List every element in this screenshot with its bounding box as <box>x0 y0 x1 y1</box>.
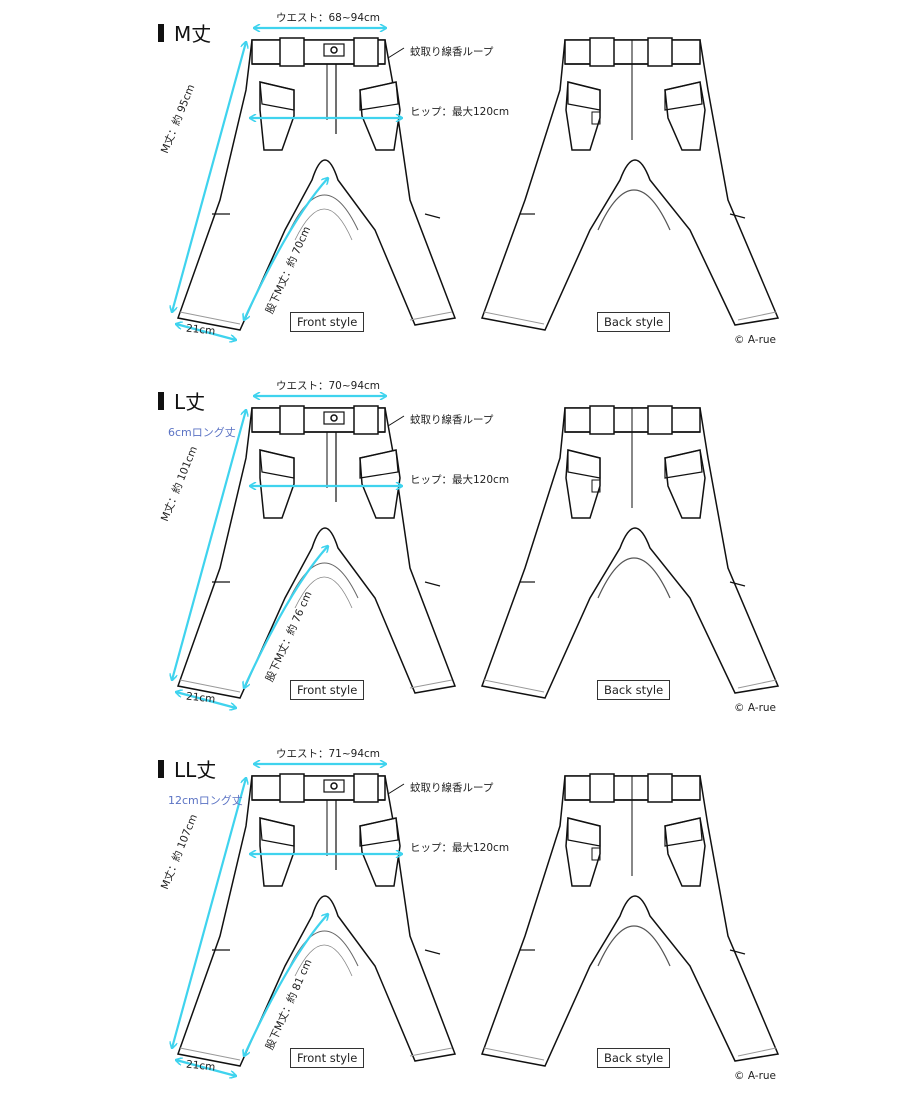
loop-leader <box>387 415 405 427</box>
size-title: M丈 <box>158 18 211 47</box>
waist-label: ウエスト：68~94cm <box>276 12 381 24</box>
size-title-text: L丈 <box>174 390 206 414</box>
loop-leader <box>387 47 405 59</box>
hip-label: ヒップ：最大120cm <box>410 842 510 854</box>
pants-diagram <box>0 368 780 736</box>
loop-label: 蚊取り線香ループ <box>410 782 494 794</box>
pants-diagram <box>0 736 780 1104</box>
front-pants-drawing <box>177 405 457 699</box>
back-style-label: Back style <box>597 312 671 332</box>
length-note: 12cmロング丈 <box>168 794 243 807</box>
back-pants-drawing <box>480 37 780 331</box>
front-pants-drawing <box>177 773 457 1067</box>
size-panel-2: L丈 6cmロング丈 ウエスト：70~94cm 蚊取り線香ループ ヒップ：最大1… <box>0 368 920 736</box>
back-pants-drawing <box>480 405 780 699</box>
back-pants-drawing <box>480 773 780 1067</box>
loop-leader <box>387 783 405 795</box>
front-style-label: Front style <box>290 312 365 332</box>
size-title: LL丈 <box>158 754 216 783</box>
credit-label: © A-rue <box>734 1070 777 1082</box>
measure-arrows <box>172 764 402 1076</box>
loop-label: 蚊取り線香ループ <box>410 46 494 58</box>
credit-label: © A-rue <box>734 334 777 346</box>
size-title: L丈 <box>158 386 205 415</box>
waist-label: ウエスト：70~94cm <box>276 380 381 392</box>
measure-arrows <box>172 396 402 708</box>
hip-label: ヒップ：最大120cm <box>410 106 510 118</box>
back-style-label: Back style <box>597 680 671 700</box>
size-title-text: LL丈 <box>174 758 217 782</box>
front-pants-drawing <box>177 37 457 331</box>
credit-label: © A-rue <box>734 702 777 714</box>
size-title-text: M丈 <box>174 22 212 46</box>
hip-label: ヒップ：最大120cm <box>410 474 510 486</box>
loop-label: 蚊取り線香ループ <box>410 414 494 426</box>
title-bar-mark <box>158 759 164 778</box>
front-style-label: Front style <box>290 680 365 700</box>
back-style-label: Back style <box>597 1048 671 1068</box>
size-panel-3: LL丈 12cmロング丈 ウエスト：71~94cm 蚊取り線香ループ ヒップ：最… <box>0 736 920 1104</box>
front-style-label: Front style <box>290 1048 365 1068</box>
length-note: 6cmロング丈 <box>168 426 236 439</box>
title-bar-mark <box>158 391 164 410</box>
size-panel-1: M丈 ウエスト：68~94cm 蚊取り線香ループ ヒップ：最大120cm M丈：… <box>0 0 920 368</box>
waist-label: ウエスト：71~94cm <box>276 748 381 760</box>
measure-arrows <box>172 28 402 340</box>
title-bar-mark <box>158 23 164 42</box>
pants-diagram <box>0 0 780 368</box>
